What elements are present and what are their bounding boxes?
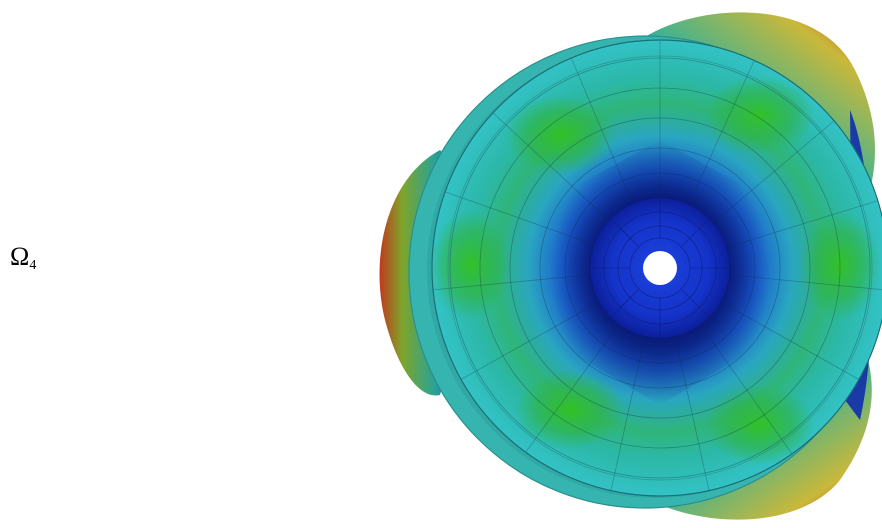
mode-symbol: Ω — [10, 242, 30, 271]
mode-subscript: 4 — [29, 258, 37, 273]
green-patch — [432, 210, 510, 320]
mode-label: Ω4 — [10, 244, 36, 273]
green-patch — [800, 210, 880, 320]
green-patch — [705, 75, 815, 155]
center-hole — [643, 251, 677, 285]
green-patch — [505, 95, 615, 175]
green-patch — [705, 385, 815, 465]
green-patch — [515, 370, 625, 450]
mesh-grid — [449, 57, 871, 479]
